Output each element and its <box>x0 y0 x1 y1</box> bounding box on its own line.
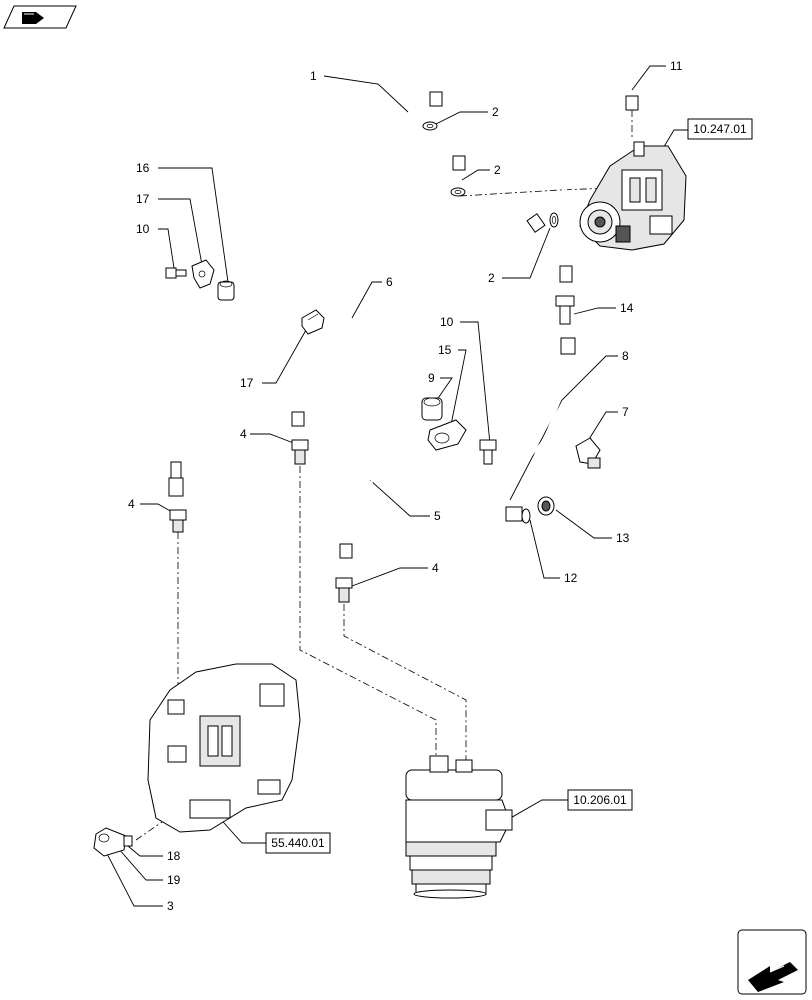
callout-7: 7 <box>622 405 629 419</box>
fuel-pipe-6 <box>291 154 466 427</box>
fuel-pipe-8 <box>492 337 576 522</box>
reference-box-ecu[interactable]: 55.440.01 <box>265 832 331 854</box>
callout-2a: 2 <box>492 105 499 119</box>
callout-2c: 2 <box>488 271 495 285</box>
fuel-pipe-5 <box>339 213 546 559</box>
clamp-15 <box>427 419 467 451</box>
callout-19: 19 <box>167 873 181 887</box>
fuel-pipe-11 <box>559 88 639 283</box>
fitting-4c <box>335 577 353 603</box>
reference-box-pump[interactable]: 10.247.01 <box>687 118 753 140</box>
book-arrow-icon[interactable] <box>3 5 77 29</box>
plug-13 <box>537 496 555 516</box>
bolt-10a <box>165 267 187 279</box>
banjo-fitting-3 <box>93 827 133 857</box>
callout-2b: 2 <box>494 163 501 177</box>
callout-5: 5 <box>434 509 441 523</box>
callout-10a: 10 <box>136 222 150 236</box>
callout-numbers: 1 2 2 2 11 16 17 10 6 17 10 15 9 14 8 7 … <box>128 59 683 913</box>
callout-15: 15 <box>438 343 452 357</box>
callout-8: 8 <box>622 349 629 363</box>
bolt-10b <box>479 439 497 465</box>
callout-4c: 4 <box>432 561 439 575</box>
fitting-4b <box>291 439 309 465</box>
callout-17b: 17 <box>240 376 254 390</box>
callout-4a: 4 <box>240 427 247 441</box>
callout-17a: 17 <box>136 192 150 206</box>
callout-4b: 4 <box>128 497 135 511</box>
callout-6: 6 <box>386 275 393 289</box>
tee-fitting-14 <box>555 295 575 325</box>
washer-2c <box>549 212 559 228</box>
fitting-4a <box>169 509 187 533</box>
callout-10b: 10 <box>440 315 454 329</box>
callout-14: 14 <box>620 301 634 315</box>
callout-11: 11 <box>670 59 683 73</box>
callout-18: 18 <box>167 849 181 863</box>
callout-1: 1 <box>310 69 317 83</box>
sensor-7 <box>575 437 601 469</box>
callout-13: 13 <box>616 531 630 545</box>
washer-12 <box>521 508 531 524</box>
ecu-module <box>147 663 301 833</box>
callout-16: 16 <box>136 161 150 175</box>
next-page-arrow-icon[interactable] <box>737 929 807 995</box>
fuel-pipe-1 <box>168 91 443 497</box>
spacer-9 <box>421 397 443 421</box>
svg-text:10.206.01: 10.206.01 <box>573 793 627 807</box>
reference-box-filter[interactable]: 10.206.01 <box>567 789 633 811</box>
callout-3: 3 <box>167 899 174 913</box>
washer-2a <box>422 121 438 131</box>
fuel-filter <box>405 755 513 899</box>
svg-text:55.440.01: 55.440.01 <box>271 836 325 850</box>
injection-pump <box>579 141 687 251</box>
callout-9: 9 <box>428 371 435 385</box>
clip-17a <box>191 259 215 289</box>
spacer-16 <box>217 280 235 301</box>
washer-2b <box>450 187 466 197</box>
clip-17b <box>301 309 325 335</box>
connection-dash-lines <box>135 110 633 841</box>
leader-lines <box>101 65 688 907</box>
callout-12: 12 <box>564 571 578 585</box>
svg-text:10.247.01: 10.247.01 <box>693 122 747 136</box>
